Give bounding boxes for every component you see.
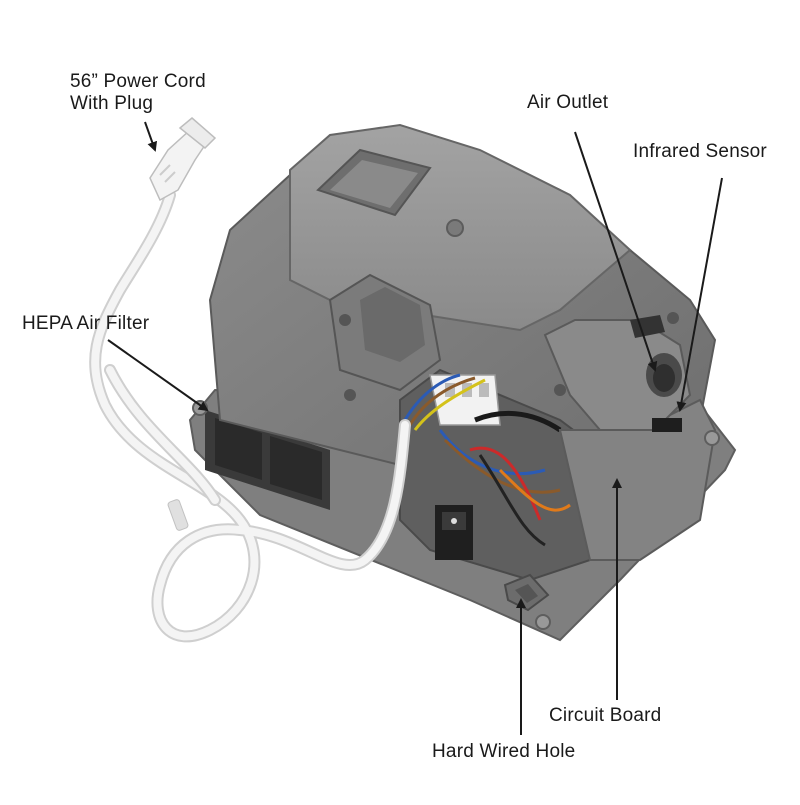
- cable-tie: [167, 499, 189, 531]
- power-cord-label: 56” Power Cord With Plug: [70, 71, 206, 115]
- air-outlet-label: Air Outlet: [527, 92, 609, 113]
- circuit-board-label: Circuit Board: [549, 705, 662, 726]
- power-cord-label-line1: 56” Power Cord: [70, 71, 206, 92]
- top-square-button: [316, 148, 432, 217]
- air-outlet-nozzle: [543, 319, 692, 431]
- hard-wired-hole-label: Hard Wired Hole: [432, 741, 576, 762]
- hepa-filter-label: HEPA Air Filter: [22, 313, 150, 334]
- air-outlet-arrow: [574, 131, 658, 372]
- hepa-filter-arrow: [107, 339, 209, 412]
- mounting-bracket: [328, 273, 442, 401]
- rocker-switch: [435, 505, 473, 560]
- infrared-sensor: [652, 418, 682, 432]
- infrared-sensor-arrow: [676, 177, 723, 412]
- hard-wired-hole: [503, 573, 550, 612]
- hepa-filter: [205, 410, 330, 510]
- infrared-sensor-label: Infrared Sensor: [633, 141, 767, 162]
- power-cord-arrow: [144, 121, 158, 152]
- top-screw-hole: [446, 219, 464, 237]
- power-cord-label-line2: With Plug: [70, 93, 154, 114]
- power-plug: [149, 117, 217, 202]
- internal-wires: [403, 373, 571, 547]
- power-cord: [89, 189, 411, 643]
